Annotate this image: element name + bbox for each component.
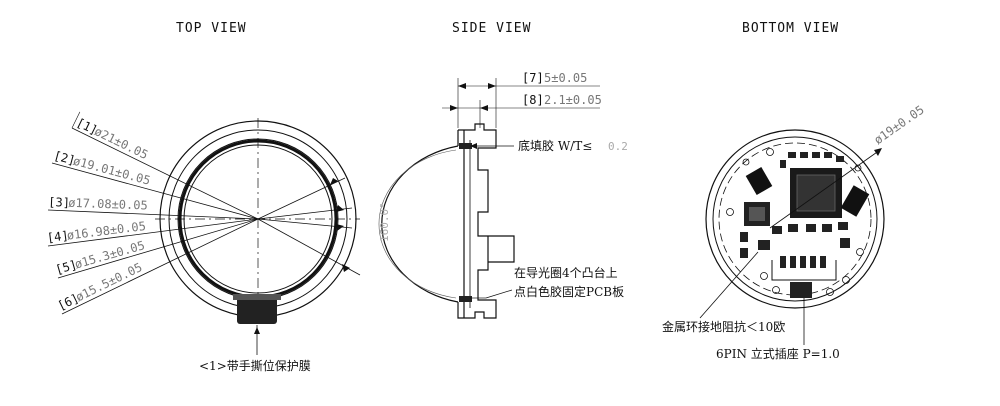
dim-7-val: 5±0.05 (544, 71, 587, 85)
socket-pin (800, 256, 806, 268)
diameter-leader (769, 149, 881, 229)
leader-line-6 (61, 218, 259, 315)
smd-part (840, 238, 850, 248)
dim-label-num-2: [2] (52, 149, 77, 168)
protective-film-tab (237, 296, 277, 324)
leader-right-3 (257, 218, 353, 229)
smd-part (800, 152, 808, 158)
socket-outline (771, 260, 837, 281)
bottom-view: ø19±0.05 金属环接地阻抗＜10欧 6PIN 立式插座 P=1.0 (662, 103, 927, 361)
via-hole (772, 286, 780, 294)
arrow-head (470, 143, 477, 149)
smd-part (758, 240, 770, 250)
bottom-view-title: BOTTOM VIEW (742, 21, 839, 36)
arrow-head (450, 105, 458, 111)
dim-7-num: [7] (522, 71, 544, 85)
dim-label-num-3: [3] (48, 195, 70, 210)
lens-dome (381, 145, 459, 303)
smd-part (788, 224, 798, 232)
leader-line-2 (51, 162, 259, 220)
smd-part (836, 156, 844, 162)
lens-dome-inner (378, 149, 457, 299)
dim-label-val-3: ø17.08±0.05 (68, 196, 148, 213)
smd-part (772, 226, 782, 234)
small-ic-die (749, 207, 765, 221)
glue-note-line1: 在导光圈4个凸台上 (514, 265, 618, 280)
smd-part (822, 224, 832, 232)
smd-part (806, 224, 816, 232)
glue-leader-2 (485, 289, 513, 299)
via-hole (726, 208, 734, 216)
via-hole (826, 288, 834, 296)
top-view: [1] ø21±0.05 [2] ø19.01±0.05 [3] ø17.08±… (46, 111, 361, 373)
socket-pin (820, 256, 826, 268)
arrow-head (336, 224, 344, 231)
arrow-head (342, 264, 350, 272)
leader-right-4 (257, 218, 361, 276)
smd-part (838, 222, 848, 230)
via-hole (766, 148, 774, 156)
arrow-head (330, 178, 338, 185)
ground-note: 金属环接地阻抗＜10欧 (662, 319, 785, 334)
leader-line-1 (71, 127, 259, 220)
dim-label-val-1: ø21±0.05 (92, 124, 150, 162)
component-left (745, 166, 773, 196)
pcb-clip-top (459, 143, 472, 149)
smd-part (824, 152, 832, 158)
via-hole (760, 272, 768, 280)
arrow-head (488, 83, 496, 89)
side-view-title: SIDE VIEW (452, 21, 531, 36)
arrow-head (254, 327, 260, 334)
via-hole (842, 276, 850, 284)
leader-right-1 (257, 177, 346, 220)
smd-part (740, 248, 748, 258)
dim-8-val: 2.1±0.05 (544, 93, 602, 107)
smd-part (780, 160, 786, 168)
underfill-label: 底填胶 W/T≤ (518, 138, 592, 153)
protective-film-callout: <1>带手撕位保护膜 (199, 358, 311, 373)
pcb-clip-bottom (459, 296, 472, 302)
leader-line-3 (47, 209, 259, 220)
socket-pin (790, 256, 796, 268)
protective-film-tab-edge (233, 294, 281, 300)
dome-angle-label: 160.0° (378, 202, 391, 242)
via-hole (856, 248, 864, 256)
top-view-title: TOP VIEW (176, 21, 247, 36)
underfill-value: 0.2 (608, 140, 628, 153)
bottom-ring-2 (712, 136, 878, 302)
arrow-head (336, 205, 344, 212)
bottom-ring-dashed (718, 142, 872, 296)
leader-right-2 (257, 207, 353, 220)
glue-note-line2: 点白色胶固定PCB板 (514, 284, 624, 299)
dim-label-val-4: ø16.98±0.05 (66, 219, 147, 243)
dim-8-num: [8] (522, 93, 544, 107)
socket-pin (810, 256, 816, 268)
dim-label-num-5: [5] (54, 258, 79, 277)
smd-part (812, 152, 820, 158)
via-hole (742, 158, 750, 166)
arrow-head (874, 148, 882, 156)
main-ic-die (796, 174, 836, 212)
smd-part (740, 232, 748, 242)
socket-pin (790, 282, 812, 298)
arrow-head (480, 105, 488, 111)
leader-line-5 (57, 218, 259, 279)
dim-label-num-4: [4] (46, 228, 69, 245)
ground-leader (699, 251, 759, 319)
bottom-diameter-label: ø19±0.05 (871, 103, 926, 148)
socket-pin (780, 256, 786, 268)
component-right (840, 185, 870, 217)
housing-profile (457, 123, 515, 319)
arrow-head (458, 83, 466, 89)
bottom-outer-ring (705, 129, 885, 309)
smd-part (788, 152, 796, 158)
socket-note: 6PIN 立式插座 P=1.0 (716, 346, 840, 361)
side-view: 160.0° [7] 5±0.05 [8] 2.1±0.05 底填胶 W/T≤ … (378, 71, 628, 319)
leader-line-4 (47, 218, 259, 247)
